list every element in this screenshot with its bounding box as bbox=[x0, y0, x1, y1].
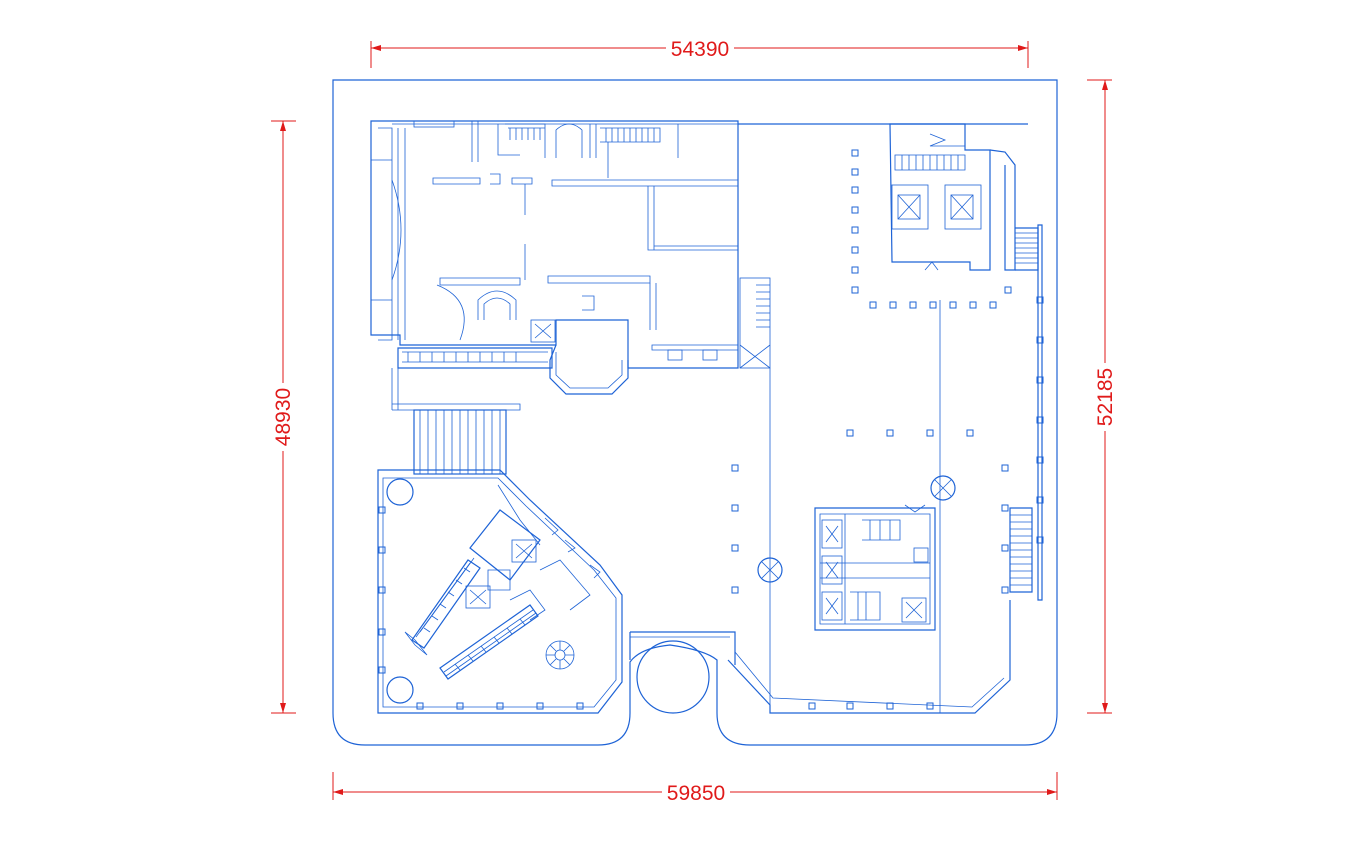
column-marker bbox=[496, 702, 504, 710]
escalator-lower bbox=[439, 604, 539, 680]
column-marker bbox=[851, 206, 859, 214]
dimension-right: 52185 bbox=[1087, 79, 1117, 714]
column-marker bbox=[808, 702, 816, 710]
column-marker bbox=[456, 702, 464, 710]
dimension-bottom-label: 59850 bbox=[667, 782, 725, 805]
column-marker bbox=[1001, 544, 1009, 552]
column-marker bbox=[1036, 416, 1044, 424]
column-marker bbox=[378, 506, 386, 514]
column-circle-e2 bbox=[930, 475, 956, 501]
stair-se bbox=[1009, 507, 1033, 593]
dimension-top: 54390 bbox=[370, 36, 1029, 68]
column-marker bbox=[851, 186, 859, 194]
column-marker bbox=[969, 301, 977, 309]
column-marker bbox=[1036, 496, 1044, 504]
column-marker bbox=[1036, 536, 1044, 544]
south-east-core bbox=[814, 504, 936, 631]
south-west-atrium bbox=[377, 469, 623, 714]
dimension-left-label: 48930 bbox=[272, 388, 295, 446]
round-room bbox=[636, 640, 710, 714]
column-marker bbox=[886, 702, 894, 710]
column-marker bbox=[851, 246, 859, 254]
column-marker bbox=[926, 702, 934, 710]
column-marker bbox=[929, 301, 937, 309]
column-marker bbox=[966, 429, 974, 437]
column-marker bbox=[926, 429, 934, 437]
north-east-core bbox=[889, 123, 1016, 271]
south-centre bbox=[629, 631, 736, 714]
column-marker bbox=[731, 586, 739, 594]
main-stair bbox=[413, 409, 507, 475]
dimension-bottom: 59850 bbox=[332, 772, 1058, 805]
column-circle-sw bbox=[386, 676, 414, 704]
column-marker bbox=[378, 666, 386, 674]
column-marker bbox=[851, 266, 859, 274]
column-marker bbox=[536, 702, 544, 710]
site-boundary bbox=[332, 79, 1058, 746]
dimension-right-label: 52185 bbox=[1094, 368, 1117, 426]
column-marker bbox=[731, 504, 739, 512]
column-marker bbox=[909, 301, 917, 309]
column-marker bbox=[1004, 286, 1012, 294]
stair-north-1 bbox=[509, 128, 541, 140]
column-marker bbox=[1001, 504, 1009, 512]
column-marker bbox=[851, 226, 859, 234]
column-markers bbox=[378, 149, 1044, 710]
escalator-upper bbox=[404, 557, 481, 656]
column-marker bbox=[886, 429, 894, 437]
column-marker bbox=[1036, 456, 1044, 464]
column-marker bbox=[416, 702, 424, 710]
column-marker bbox=[1036, 296, 1044, 304]
corridor-north bbox=[391, 347, 553, 411]
core-sw bbox=[465, 509, 591, 621]
column-marker bbox=[1036, 376, 1044, 384]
column-marker bbox=[846, 702, 854, 710]
dimension-left: 48930 bbox=[271, 120, 296, 714]
column-marker bbox=[989, 301, 997, 309]
column-marker bbox=[846, 429, 854, 437]
bay-window bbox=[549, 344, 629, 395]
stair-ne bbox=[1015, 224, 1043, 601]
column-marker bbox=[576, 702, 584, 710]
column-marker bbox=[869, 301, 877, 309]
column-marker bbox=[851, 168, 859, 176]
column-marker bbox=[731, 464, 739, 472]
column-marker bbox=[378, 628, 386, 636]
dimension-top-label: 54390 bbox=[671, 38, 729, 61]
column-marker bbox=[949, 301, 957, 309]
stair-north-2 bbox=[605, 128, 655, 142]
column-marker bbox=[851, 286, 859, 294]
column-marker bbox=[851, 149, 859, 157]
stair-east bbox=[756, 284, 770, 328]
column-marker bbox=[1001, 464, 1009, 472]
column-marker bbox=[731, 544, 739, 552]
column-circle-e1 bbox=[757, 557, 783, 583]
column-marker bbox=[1036, 336, 1044, 344]
column-marker bbox=[889, 301, 897, 309]
east-hall bbox=[727, 123, 1028, 714]
column-marker bbox=[378, 546, 386, 554]
north-west-building bbox=[370, 120, 771, 369]
column-marker bbox=[378, 586, 386, 594]
column-circle-nw bbox=[386, 478, 414, 506]
column-marker bbox=[1001, 586, 1009, 594]
